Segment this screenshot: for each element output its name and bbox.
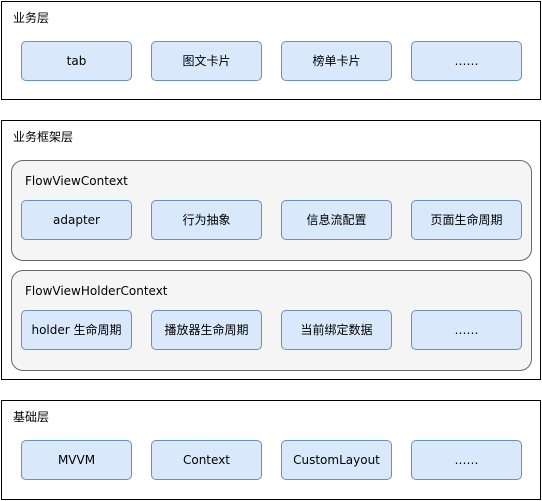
- ctx-item-page-lifecycle[interactable]: 页面生命周期: [411, 200, 522, 240]
- flow-view-context-title: FlowViewContext: [25, 174, 128, 188]
- framework-layer-title: 业务框架层: [13, 130, 74, 144]
- ctx-item-behavior-abstraction[interactable]: 行为抽象: [151, 200, 262, 240]
- business-item-image-text-card[interactable]: 图文卡片: [151, 41, 262, 81]
- holder-item-more[interactable]: ……: [411, 310, 522, 350]
- ctx-item-feed-config[interactable]: 信息流配置: [281, 200, 392, 240]
- base-item-more[interactable]: ……: [411, 440, 522, 480]
- framework-layer: 业务框架层 FlowViewContext adapter 行为抽象 信息流配置…: [1, 120, 541, 380]
- base-item-context[interactable]: Context: [151, 440, 262, 480]
- base-item-mvvm[interactable]: MVVM: [21, 440, 132, 480]
- base-layer: 基础层 MVVM Context CustomLayout ……: [1, 400, 541, 500]
- base-item-custom-layout[interactable]: CustomLayout: [281, 440, 392, 480]
- ctx-item-adapter[interactable]: adapter: [21, 200, 132, 240]
- base-layer-title: 基础层: [13, 410, 50, 424]
- flow-view-holder-context: FlowViewHolderContext holder 生命周期 播放器生命周…: [11, 270, 532, 371]
- flow-view-context: FlowViewContext adapter 行为抽象 信息流配置 页面生命周…: [11, 160, 532, 261]
- holder-item-holder-lifecycle[interactable]: holder 生命周期: [21, 310, 132, 350]
- holder-item-player-lifecycle[interactable]: 播放器生命周期: [151, 310, 262, 350]
- business-item-more[interactable]: ……: [411, 41, 522, 81]
- business-item-tab[interactable]: tab: [21, 41, 132, 81]
- holder-item-bound-data[interactable]: 当前绑定数据: [281, 310, 392, 350]
- business-layer-title: 业务层: [13, 11, 50, 25]
- business-layer: 业务层 tab 图文卡片 榜单卡片 ……: [1, 1, 541, 100]
- business-item-ranking-card[interactable]: 榜单卡片: [281, 41, 392, 81]
- flow-view-holder-context-title: FlowViewHolderContext: [25, 284, 168, 298]
